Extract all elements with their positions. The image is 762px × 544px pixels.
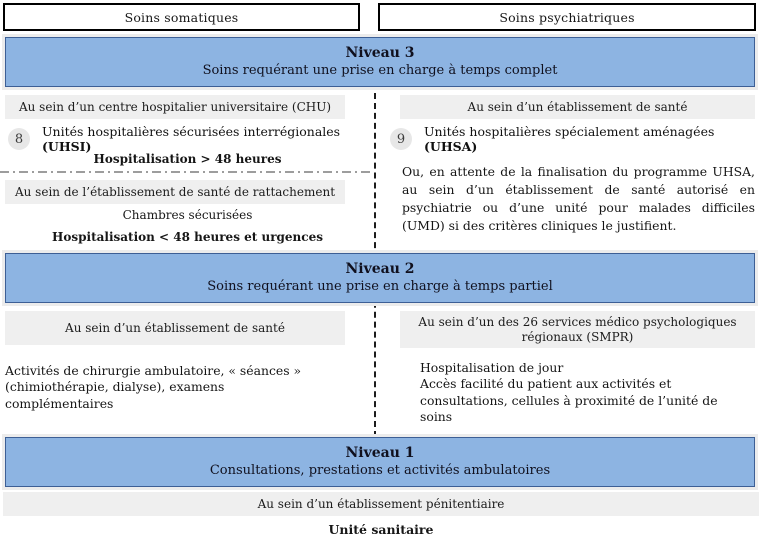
duration-over-48h: Hospitalisation > 48 heures — [93, 152, 282, 166]
unit-number-badge-9: 9 — [390, 128, 412, 150]
location-box-rattachement: Au sein de l’établissement de santé de r… — [5, 180, 345, 204]
level-3-subtitle: Soins requérant une prise en charge à te… — [202, 62, 558, 78]
level-1-subtitle: Consultations, prestations et activités … — [209, 462, 551, 478]
health-unit-label: Unité sanitaire — [328, 522, 434, 537]
somatic-section-divider-dashdot — [0, 171, 373, 173]
unit-name-uhsi: Unités hospitalières sécurisées interrég… — [42, 124, 341, 139]
secured-rooms-label: Chambres sécurisées — [122, 208, 253, 222]
unit-label-uhsa: Unités hospitalières spécialement aménag… — [424, 124, 755, 154]
column-header-somatic-care: Soins somatiques — [3, 3, 360, 31]
level-2-title: Niveau 2 — [345, 261, 415, 278]
unit-acronym-uhsa: (UHSA) — [424, 139, 478, 154]
unit-row-uhsi: 8 Unités hospitalières sécurisées interr… — [8, 124, 368, 154]
level-3-band: Niveau 3 Soins requérant une prise en ch… — [5, 37, 755, 87]
uhsa-transition-note: Ou, en attente de la finalisation du pro… — [402, 164, 755, 233]
day-hospitalisation-block: Hospitalisation de jour Accès facilité d… — [420, 360, 725, 426]
unit-row-uhsa: 9 Unités hospitalières spécialement amén… — [390, 124, 755, 154]
unit-name-uhsa: Unités hospitalières spécialement aménag… — [424, 124, 715, 139]
ambulatory-activities-text: Activités de chirurgie ambulatoire, « sé… — [5, 363, 302, 411]
level-3-title: Niveau 3 — [345, 45, 415, 62]
level-2-band: Niveau 2 Soins requérant une prise en ch… — [5, 253, 755, 303]
location-box-smpr: Au sein d’un des 26 services médico psyc… — [400, 311, 755, 348]
day-hospitalisation-detail: Accès facilité du patient aux activités … — [420, 376, 718, 425]
day-hospitalisation-label: Hospitalisation de jour — [420, 360, 564, 375]
unit-number-badge-8: 8 — [8, 128, 30, 150]
level-1-title: Niveau 1 — [345, 445, 415, 462]
column-header-psychiatric-care: Soins psychiatriques — [378, 3, 756, 31]
unit-label-uhsi: Unités hospitalières sécurisées interrég… — [42, 124, 368, 154]
location-box-chu: Au sein d’un centre hospitalier universi… — [5, 95, 345, 119]
location-box-etablissement-sante: Au sein d’un établissement de santé — [400, 95, 755, 119]
location-box-penitentiaire: Au sein d’un établissement pénitentiaire — [3, 492, 759, 516]
location-box-n2-somatic: Au sein d’un établissement de santé — [5, 311, 345, 345]
level-1-band: Niveau 1 Consultations, prestations et a… — [5, 437, 755, 487]
duration-under-48h: Hospitalisation < 48 heures et urgences — [52, 230, 323, 244]
level-2-subtitle: Soins requérant une prise en charge à te… — [207, 278, 553, 294]
unit-acronym-uhsi: (UHSI) — [42, 139, 92, 154]
